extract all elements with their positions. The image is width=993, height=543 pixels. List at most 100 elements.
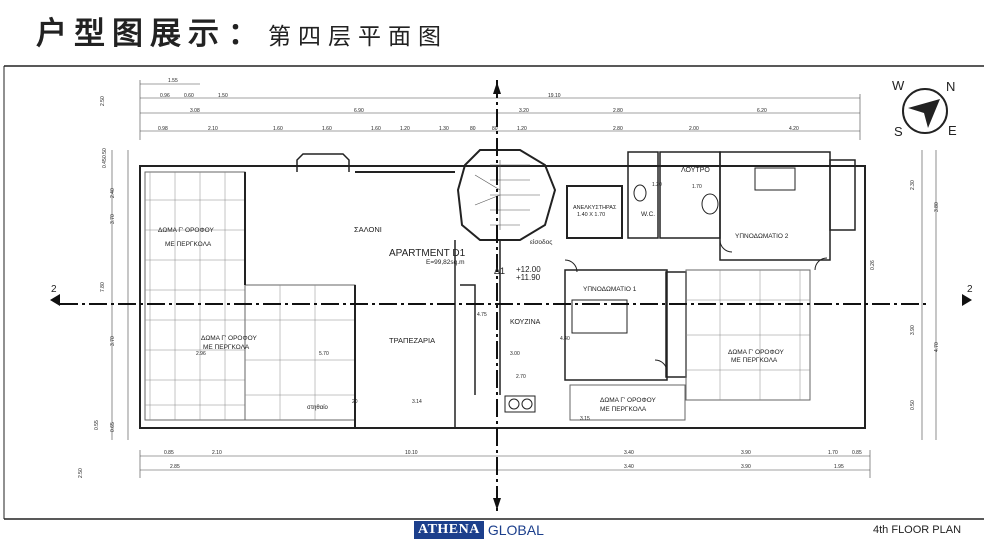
dimension-right-1: 3.80 [934,202,940,212]
page-title: 户型图展示 ： 第四层平面图 [36,8,448,52]
dimension-inner-8: 4.75 [477,312,487,318]
dimension-inner-6: 1.70 [692,184,702,190]
dimension-top4-10: 2.80 [613,126,623,132]
label-roof-a1: ΔΩΜΑ Γ' ΟΡΟΦΟΥ [158,227,215,234]
dimension-bottom1-4: 3.90 [741,450,751,456]
dimension-left-4: 3.70 [110,214,116,224]
dimension-bottom1-2: 10.10 [405,450,418,456]
dimension-left-9: 0.55 [94,420,100,430]
balcony-lower [569,384,686,421]
outer-wall [139,165,866,429]
dimension-inner-4: 3.14 [412,399,422,405]
dimension-inner-9: 4.40 [560,336,570,342]
section-mark-left: 2 [51,284,57,295]
label-roof-b1: ΔΩΜΑ Γ' ΟΡΟΦΟΥ [201,335,258,342]
title-sub: 第四层平面图 [268,24,448,50]
bath-fixture [701,193,719,215]
dimension-left-0: 2.50 [100,96,106,106]
stair-steps [474,160,540,230]
label-bath: ΛΟΥΤΡΟ [681,167,710,174]
title-separator: ： [228,17,258,52]
door-arc-2 [719,239,733,253]
dimension-lines-bottom [139,450,871,478]
section-arrow-bottom [493,498,501,510]
pergola-grid-lower-left [245,285,355,420]
label-elevator: ΑΝΕΛΚΥΣΤΗΡΑΣ [573,205,617,211]
dimension-top3-0: 3.08 [190,108,200,114]
pergola-grid-right [686,270,810,400]
dimension-top2-1: 0.60 [184,93,194,99]
compass-needle-icon [908,99,940,128]
dimension-top4-5: 1.20 [400,126,410,132]
section-arrow-top [493,82,501,94]
dimension-left-3: 2.40 [110,188,116,198]
dimension-left-7: 0.65 [110,422,116,432]
closet-2 [829,159,856,231]
kitchen-walls [454,240,501,428]
dimension-lines-top [139,80,861,140]
dimension-bottom2-2: 3.90 [741,464,751,470]
label-apartment: APARTMENT D1 [389,248,466,259]
dimension-top3-3: 2.80 [613,108,623,114]
dimension-top1-0: 1.55 [168,78,178,84]
door-arc-3 [814,257,828,271]
title-main: 户型图展示 [36,16,226,52]
dimension-bottom1-5: 1.70 [828,450,838,456]
dimension-bottom2-1: 3.40 [624,464,634,470]
dimension-top2-2: 1.50 [218,93,228,99]
dimension-inner-7: 1.20 [652,182,662,188]
dimension-top4-9: 1.20 [517,126,527,132]
compass-w: W [892,78,905,93]
dimension-bottom1-3: 3.40 [624,450,634,456]
section-arrow-right [962,294,972,306]
stair-core [456,149,557,241]
dimension-lines-left [111,150,129,440]
label-roof-d2: ΜΕ ΠΕΡΓΚΟΛΑ [731,357,778,364]
wc-room [627,151,659,239]
section-arrow-left [50,294,60,306]
label-elevator-size: 1.40 X 1.70 [577,212,605,218]
label-bedroom-1: ΥΠΝΟΔΩΜΑΤΙΟ 1 [583,286,637,293]
dimension-right-5: 0.26 [870,260,876,270]
dimension-bottom1-1: 2.10 [212,450,222,456]
label-roof-c2: ΜΕ ΠΕΡΓΚΟΛΑ [600,406,647,413]
dimension-bottom1-6: 0.85 [852,450,862,456]
dimension-top3-2: 3.20 [519,108,529,114]
label-column: στηθαίο [307,405,329,411]
dimension-inner-3: 2.70 [516,374,526,380]
label-level-top: +12.00 [516,265,541,274]
dimension-top4-11: 2.00 [689,126,699,132]
dimension-top4-1: 2.10 [208,126,218,132]
dimension-bottom2-0: 2.85 [170,464,180,470]
label-level-mark: Δ1 [494,266,505,276]
label-dining: ΤΡΑΠΕΖΑΡΙΑ [389,336,435,345]
bath-room [659,151,721,239]
dimension-left-8: 2.50 [78,468,84,478]
dimension-left-6: 3.70 [110,336,116,346]
door-arc-4 [654,359,668,373]
dimension-top2-0: 0.96 [160,93,170,99]
closet-1 [665,271,687,378]
living-walls [244,171,455,428]
dimension-top2-3: 19.10 [548,93,561,99]
dimension-right-2: 3.90 [910,325,916,335]
compass-e: E [948,123,957,138]
bedroom-1-walls [564,269,668,381]
pergola-grid-left [145,172,245,420]
dimension-top4-12: 4.20 [789,126,799,132]
dimension-bottom1-0: 0.85 [164,450,174,456]
label-roof-a2: ΜΕ ΠΕΡΓΚΟΛΑ [165,241,212,248]
label-roof-b2: ΜΕ ΠΕΡΓΚΟΛΑ [203,344,250,351]
dimension-inner-0: 2.96 [196,351,206,357]
roof-area-left [144,171,246,421]
door-arc-1 [564,259,578,273]
dimension-top4-2: 1.60 [273,126,283,132]
dimension-left-5: 7.80 [100,282,106,292]
dimension-top4-3: 1.60 [322,126,332,132]
label-level-bottom: +11.90 [516,273,541,282]
logo-athena: ATHENA [414,521,484,539]
logo-global: GLOBAL [487,522,544,538]
dimension-lines-right [921,150,937,440]
kitchen-sink [504,395,536,413]
dimension-top3-4: 6.20 [757,108,767,114]
